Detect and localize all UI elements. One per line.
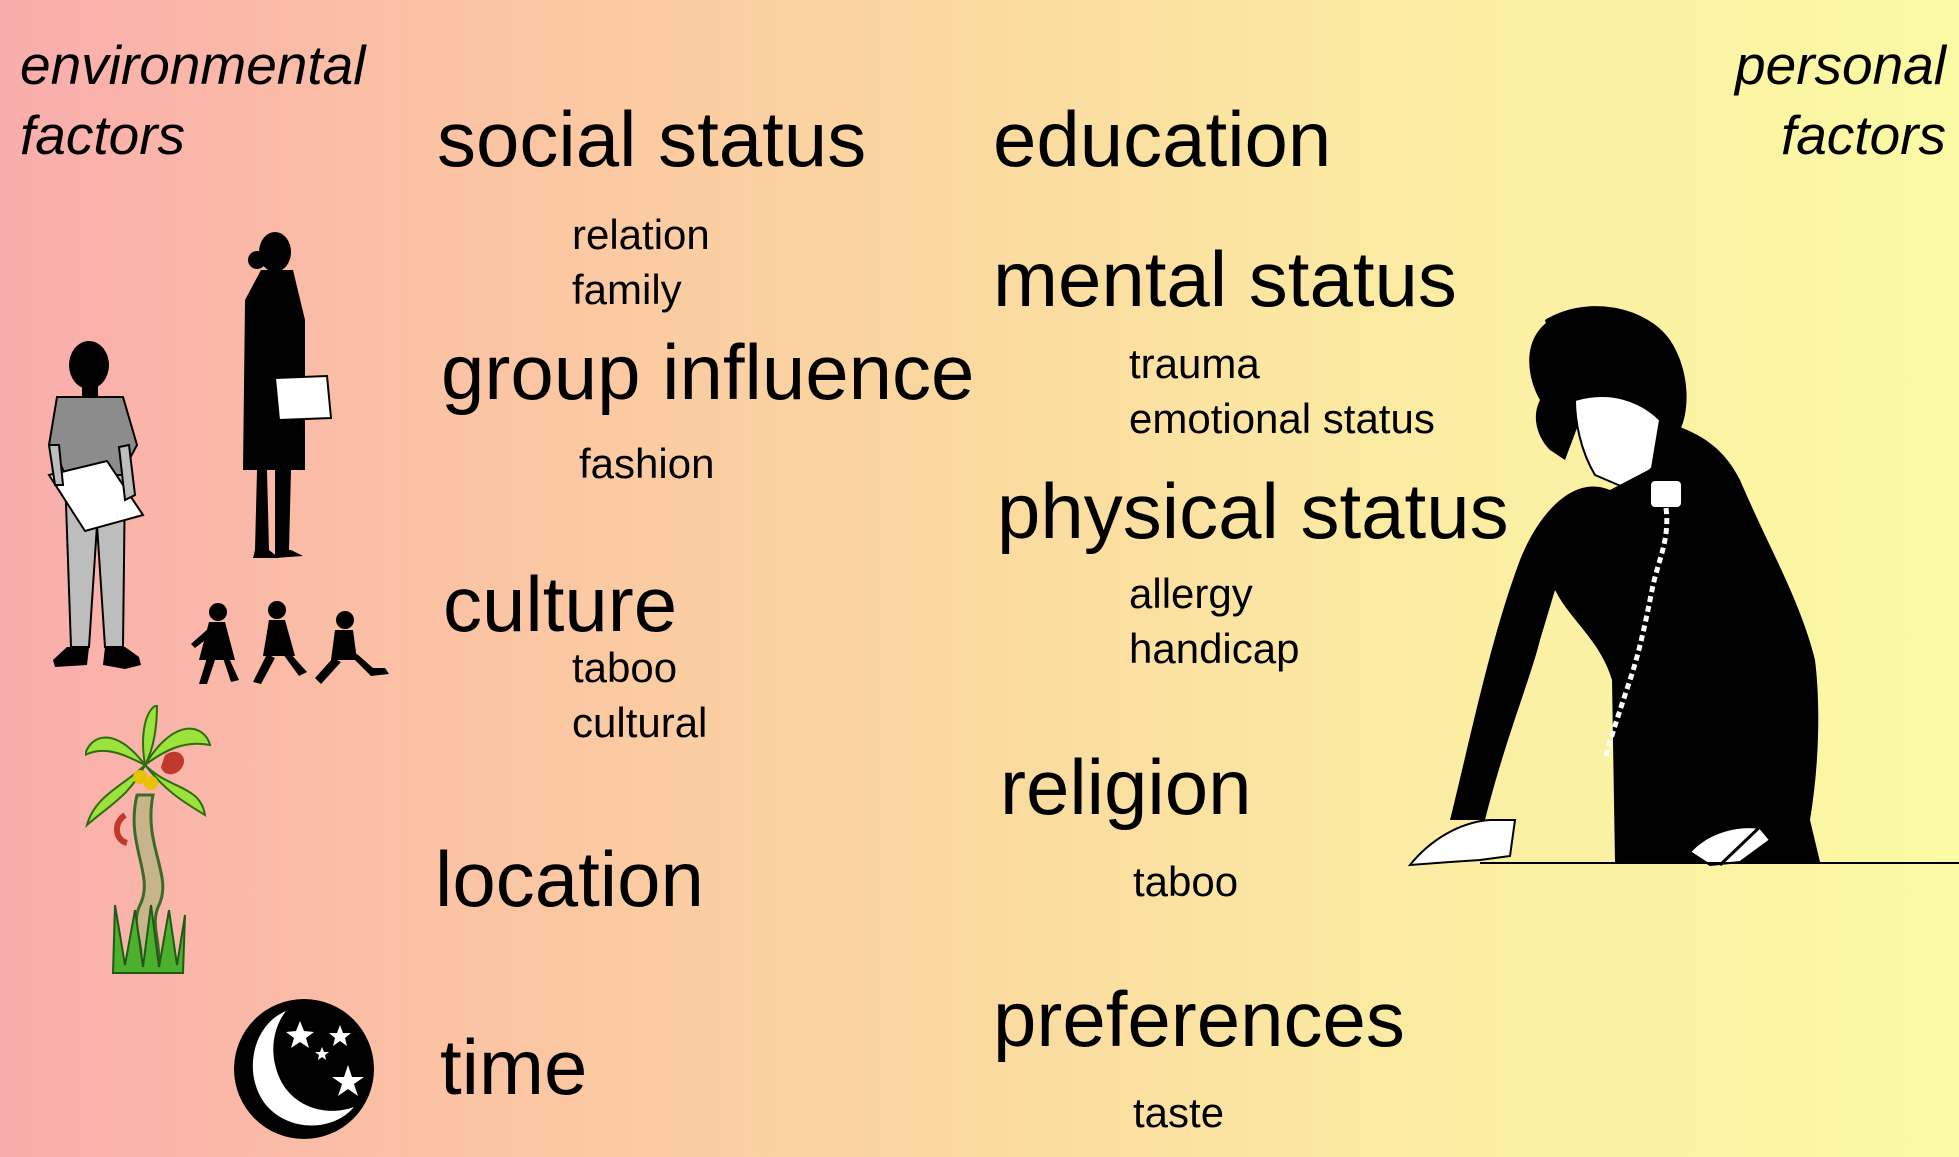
factor-detail: trauma [1129, 340, 1260, 387]
woman-with-folder-icon [243, 232, 333, 558]
factor-title: group influence [441, 328, 975, 416]
factor-detail-list: fashion [579, 436, 714, 491]
factor-detail: taboo [572, 644, 678, 691]
factor-title: education [993, 95, 1332, 183]
factor-detail: taboo [1133, 858, 1239, 905]
woman-on-telephone-icon [1407, 306, 1959, 867]
factor-detail-list: taste [1133, 1085, 1224, 1140]
factor-title: mental status [993, 235, 1457, 323]
factor-title: culture [443, 560, 678, 648]
factor-detail-list: relation family [572, 207, 710, 317]
heading-line: factors [1780, 104, 1946, 166]
factor-detail-list: allergy handicap [1129, 566, 1299, 676]
factor-title: location [435, 835, 704, 923]
running-children-icon [191, 601, 389, 684]
moon-and-stars-icon [234, 999, 374, 1139]
factor-detail-list: taboo cultural [572, 640, 707, 750]
palm-tree-icon [85, 705, 212, 974]
factor-detail: taste [1133, 1089, 1225, 1136]
environmental-factors-heading: environmental factors [20, 30, 365, 170]
factor-detail: emotional status [1129, 395, 1435, 442]
personal-factors-heading: personal factors [1735, 30, 1946, 170]
factor-detail: allergy [1129, 570, 1253, 617]
factor-detail: handicap [1129, 625, 1300, 672]
factor-title: time [440, 1023, 588, 1111]
factor-detail: family [572, 266, 682, 313]
factor-title: social status [437, 95, 867, 183]
heading-line: environmental [20, 34, 366, 96]
factor-detail-list: taboo [1133, 854, 1238, 909]
factor-detail: cultural [572, 699, 708, 746]
factor-title: physical status [997, 467, 1509, 555]
man-with-folder-icon [47, 341, 145, 669]
factor-detail: fashion [579, 440, 715, 487]
factor-title: religion [1000, 743, 1252, 831]
factor-detail: relation [572, 211, 710, 258]
factor-detail-list: trauma emotional status [1129, 336, 1435, 446]
heading-line: personal [1735, 34, 1946, 96]
heading-line: factors [20, 104, 186, 166]
factor-title: preferences [993, 975, 1405, 1063]
